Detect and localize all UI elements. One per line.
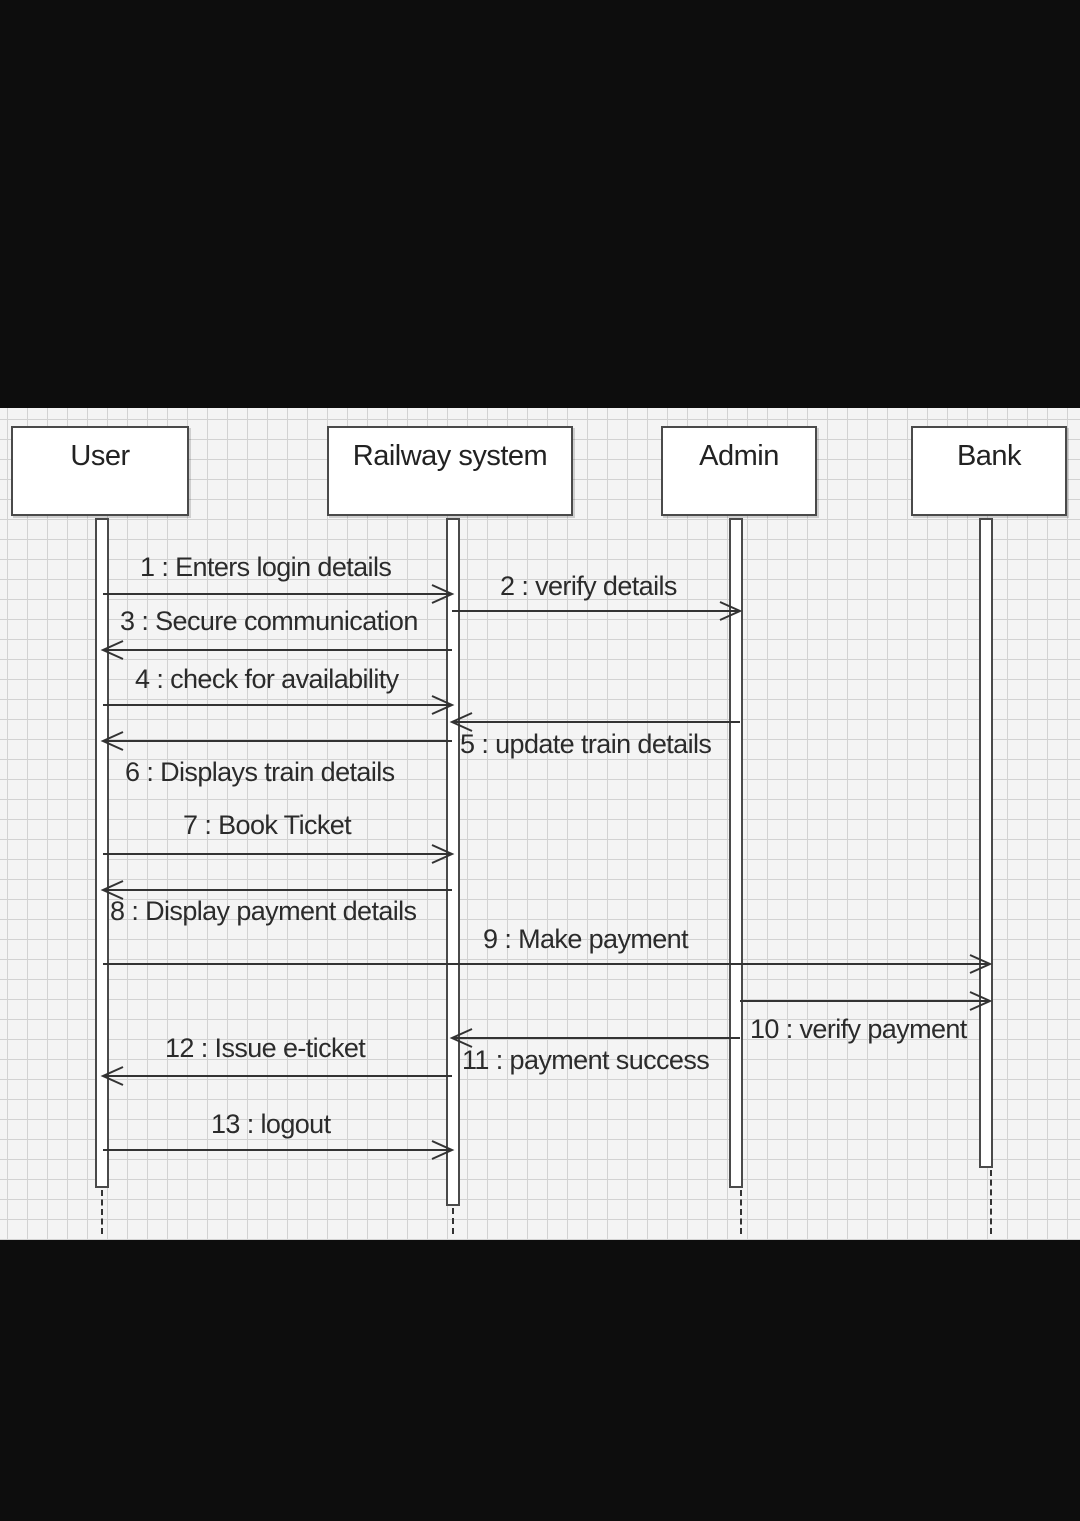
message-arrow-2 (452, 601, 743, 621)
message-arrow-1 (103, 584, 455, 604)
open-arrowhead-icon (449, 1028, 473, 1048)
message-arrow-10 (740, 991, 993, 1011)
lifeline-tail-user (101, 1190, 103, 1234)
message-label-9: 9 : Make payment (483, 924, 689, 954)
lifeline-tail-bank (990, 1170, 992, 1234)
lifeline-tail-admin (740, 1190, 742, 1234)
open-arrowhead-icon (719, 601, 743, 621)
message-arrow-8 (100, 880, 452, 900)
message-label-12: 12 : Issue e-ticket (165, 1033, 366, 1063)
message-label-10: 10 : verify payment (750, 1014, 967, 1044)
open-arrowhead-icon (100, 880, 124, 900)
lifeline-head-user: User (11, 426, 189, 516)
message-label-1: 1 : Enters login details (140, 552, 392, 582)
message-label-4: 4 : check for availability (135, 664, 399, 694)
activation-bar-bank (979, 518, 993, 1168)
message-arrow-12 (100, 1066, 452, 1086)
message-arrow-4 (103, 695, 455, 715)
activation-bar-admin (729, 518, 743, 1188)
lifeline-name-admin: Admin (699, 440, 779, 472)
message-label-2: 2 : verify details (500, 571, 677, 601)
open-arrowhead-icon (431, 1140, 455, 1160)
open-arrowhead-icon (100, 731, 124, 751)
lifeline-tail-railway-system (452, 1208, 454, 1234)
open-arrowhead-icon (431, 584, 455, 604)
message-label-3: 3 : Secure communication (120, 606, 418, 636)
sequence-diagram: User Railway system Admin Bank 1 : Enter… (0, 408, 1080, 1240)
open-arrowhead-icon (431, 844, 455, 864)
lifeline-name-user: User (70, 440, 130, 472)
message-arrow-7 (103, 844, 455, 864)
lifeline-head-railway-system: Railway system (327, 426, 573, 516)
message-label-5: 5 : update train details (460, 729, 712, 759)
open-arrowhead-icon (100, 640, 124, 660)
message-label-8: 8 : Display payment details (110, 896, 417, 926)
message-label-13: 13 : logout (211, 1109, 331, 1139)
message-label-6: 6 : Displays train details (125, 757, 395, 787)
open-arrowhead-icon (100, 1066, 124, 1086)
lifeline-head-admin: Admin (661, 426, 817, 516)
lifeline-name-railway-system: Railway system (352, 440, 548, 472)
message-arrow-9 (103, 954, 993, 974)
activation-bar-railway-system (446, 518, 460, 1206)
message-arrow-5 (449, 712, 740, 732)
lifeline-name-bank: Bank (956, 440, 1022, 472)
open-arrowhead-icon (431, 695, 455, 715)
message-arrow-11 (449, 1028, 740, 1048)
open-arrowhead-icon (449, 712, 473, 732)
message-arrow-3 (100, 640, 452, 660)
message-label-11: 11 : payment success (462, 1045, 710, 1075)
lifeline-head-bank: Bank (911, 426, 1067, 516)
message-arrows (100, 584, 993, 1160)
message-arrow-13 (103, 1140, 455, 1160)
open-arrowhead-icon (969, 991, 993, 1011)
message-arrow-6 (100, 731, 452, 751)
open-arrowhead-icon (969, 954, 993, 974)
message-label-7: 7 : Book Ticket (183, 810, 352, 840)
